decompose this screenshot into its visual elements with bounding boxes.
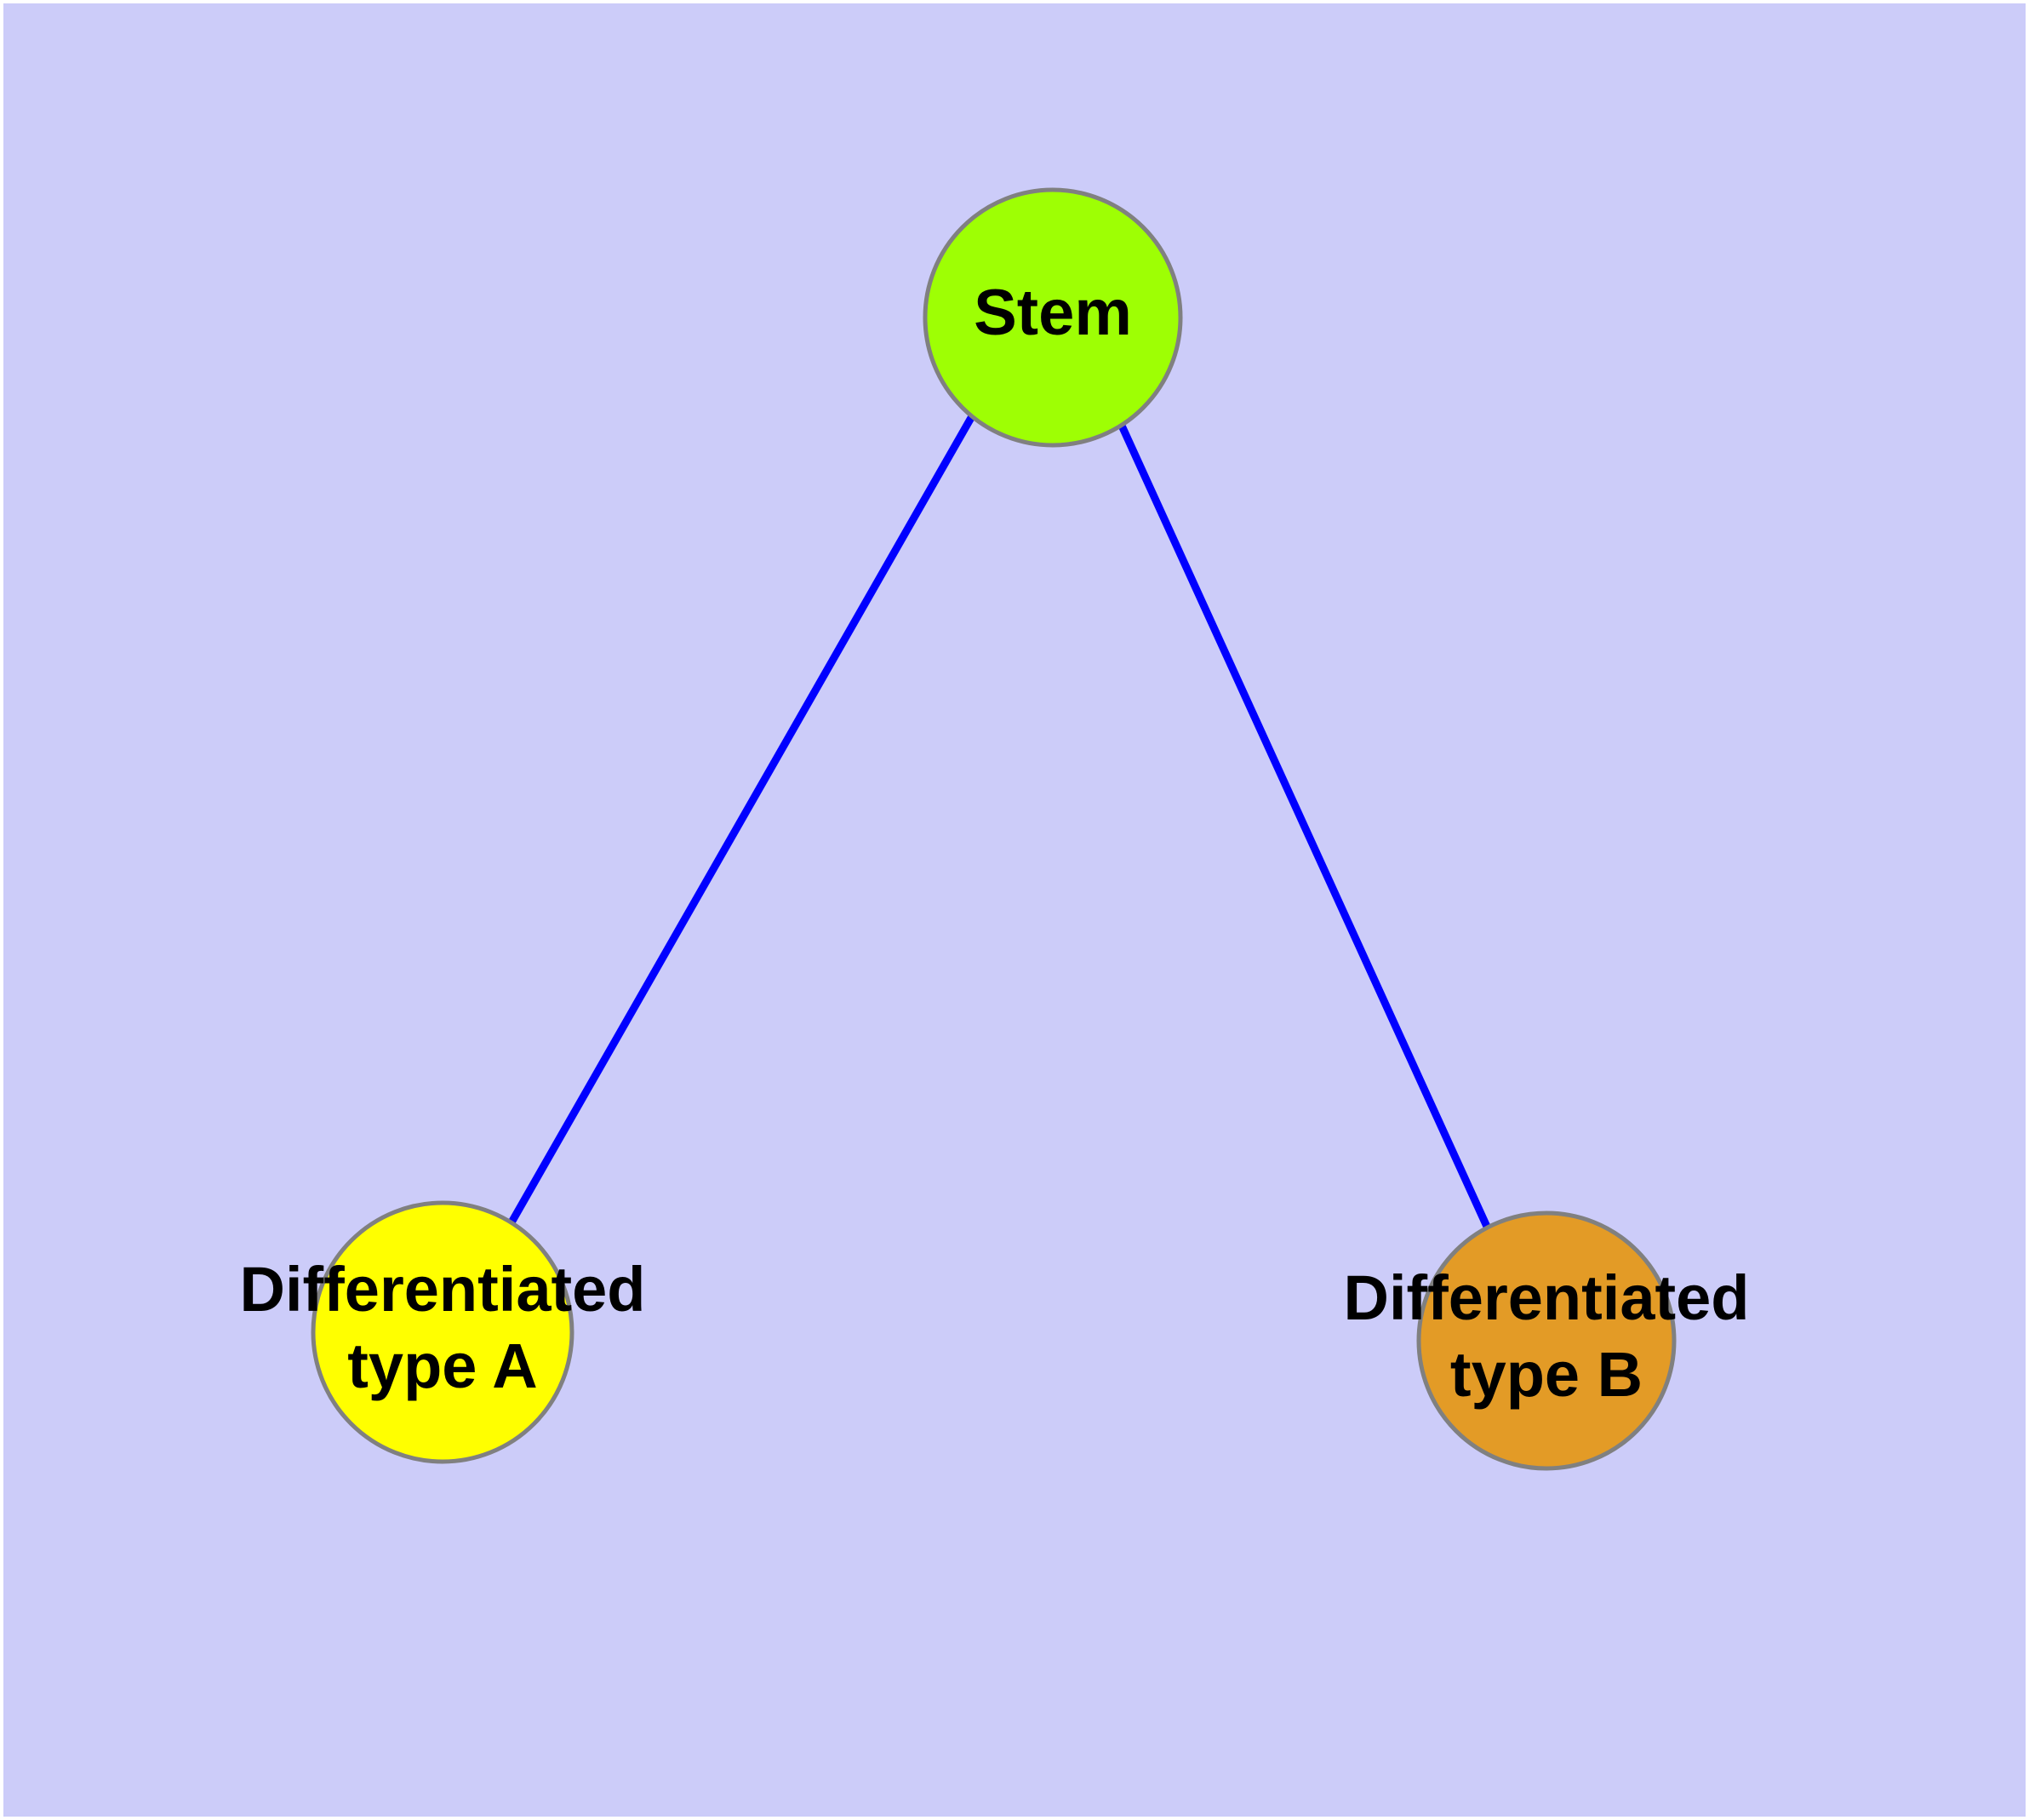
node-label-line: Differentiated: [240, 1253, 646, 1324]
node-label-line: Differentiated: [1344, 1262, 1750, 1332]
node-label-line: type B: [1450, 1339, 1643, 1410]
edge-stem-to-differentiated-type-b[interactable]: [1117, 424, 1492, 1230]
node-label-stem: Stem: [974, 277, 1132, 349]
edges-layer: [508, 414, 1492, 1230]
node-differentiated-type-a[interactable]: [311, 1200, 574, 1464]
node-stem[interactable]: [923, 187, 1183, 448]
edge-stem-to-differentiated-type-a[interactable]: [508, 414, 975, 1225]
nodes-layer: [311, 187, 1677, 1471]
node-label-line: Stem: [974, 277, 1132, 349]
node-differentiated-type-b[interactable]: [1416, 1210, 1677, 1471]
node-label-line: type A: [347, 1331, 537, 1401]
